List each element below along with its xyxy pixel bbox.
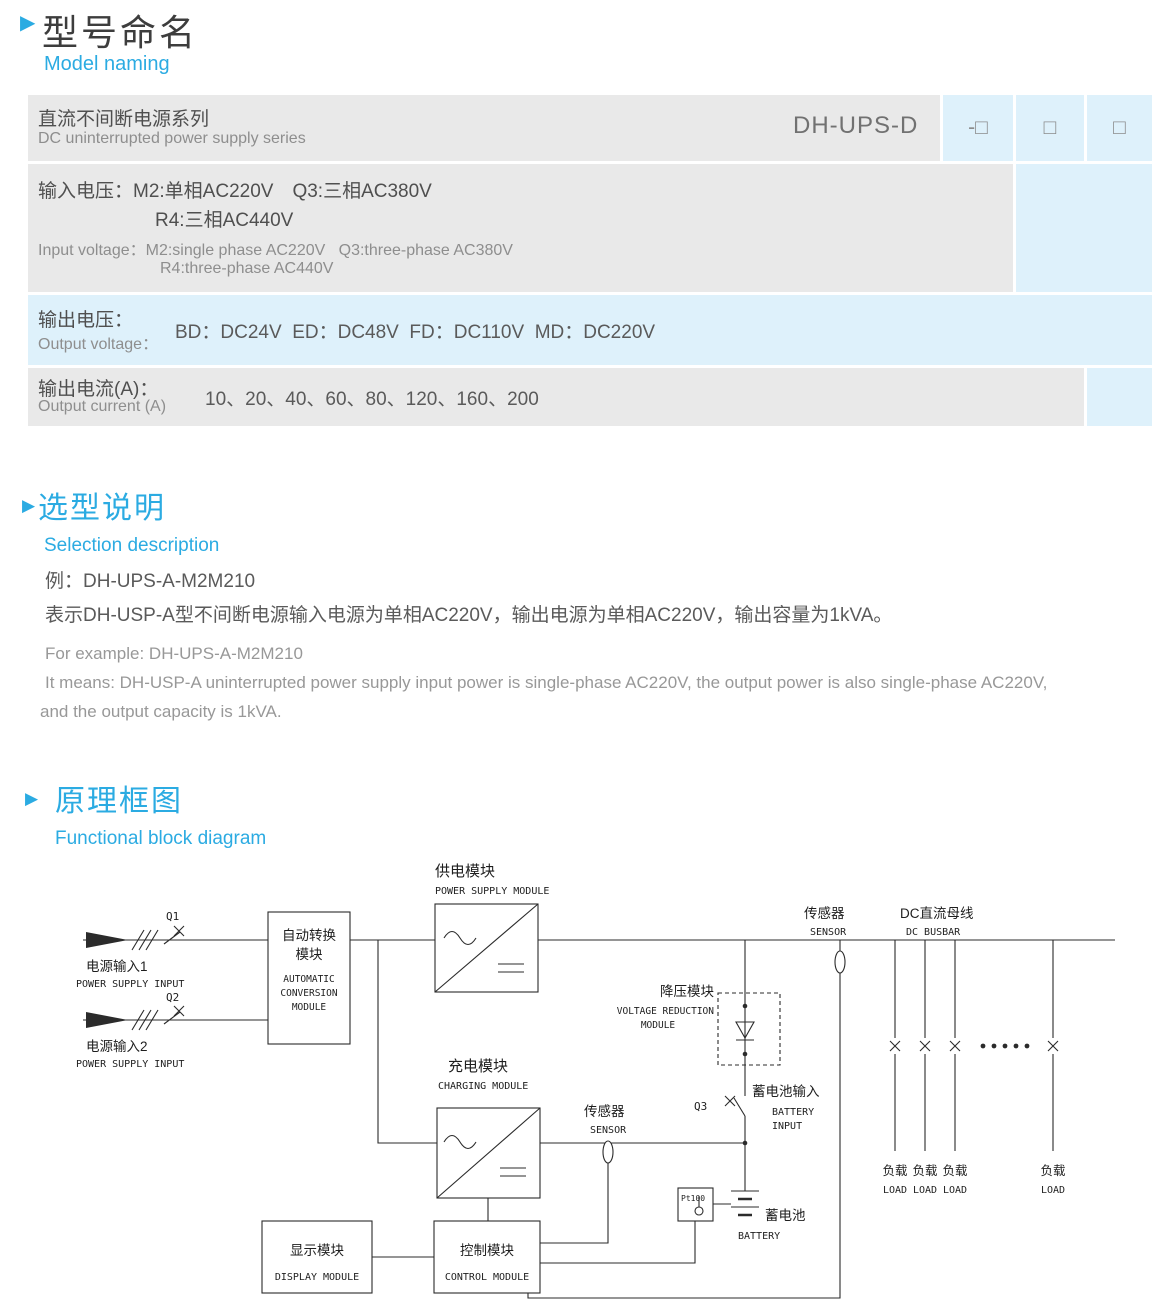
input1-arrow-icon [86, 932, 128, 948]
section3-title: 原理框图 [55, 785, 183, 818]
model-code: DH-UPS-D [793, 112, 919, 139]
series-row: 直流不间断电源系列 DC uninterrupted power supply … [28, 95, 940, 161]
input2-label-cn: 电源输入2 [86, 1039, 148, 1054]
section2-title: 选型说明 [38, 492, 166, 525]
output-current-values: 10、20、40、60、80、120、160、200 [205, 389, 539, 410]
display-label-cn: 显示模块 [290, 1243, 344, 1258]
acm-label-en3: MODULE [292, 1002, 327, 1013]
input-voltage-cn-line2: R4:三相AC440V [155, 210, 294, 231]
output-voltage-label-en: Output voltage： [38, 336, 159, 353]
battery-label-en: BATTERY [738, 1231, 780, 1242]
ellipsis-dots-icon [980, 1043, 1030, 1049]
acm-label-cn2: 模块 [296, 947, 323, 962]
vrm-label-cn: 降压模块 [660, 984, 714, 999]
battery-input-label-en2: INPUT [772, 1121, 802, 1132]
busbar-label-en: DC BUSBAR [906, 927, 961, 938]
breaker-q1-label: Q1 [166, 910, 179, 923]
power-supply-module-box [434, 903, 539, 993]
section1-arrow-icon: ▶ [20, 12, 36, 34]
section3-subtitle: Functional block diagram [55, 828, 267, 849]
output-current-row: 输出电流(A)： Output current (A) 10、20、40、60、… [28, 368, 1084, 426]
input1-label-cn: 电源输入1 [86, 959, 148, 974]
ac-symbol-icon [443, 930, 477, 946]
breaker-q2-label: Q2 [166, 991, 179, 1004]
dc-symbol-icon [500, 1167, 526, 1177]
input1-label-en: POWER SUPPLY INPUT [76, 979, 184, 990]
load3-label-en: LOAD [943, 1185, 967, 1196]
acm-label-en1: AUTOMATIC [283, 974, 334, 985]
output-voltage-row: 输出电压： Output voltage： BD：DC24V ED：DC48V … [28, 295, 1152, 365]
input-voltage-en-line2: R4:three-phase AC440V [160, 260, 334, 277]
busbar-label-cn: DC直流母线 [900, 906, 974, 921]
functional-block-diagram: 供电模块 POWER SUPPLY MODULE Q1 电源输入1 POWER … [76, 863, 1115, 1299]
section3-arrow-icon: ▶ [25, 789, 39, 808]
section2-subtitle: Selection description [44, 535, 220, 556]
ac-symbol-icon [443, 1134, 477, 1150]
display-label-en: DISPLAY MODULE [275, 1272, 359, 1283]
code-slot-3: □ [1087, 95, 1152, 161]
battery-input-label-cn: 蓄电池输入 [752, 1084, 820, 1099]
series-name-cn: 直流不间断电源系列 [38, 109, 210, 130]
sensor1-label-en: SENSOR [810, 927, 847, 938]
diode-icon [735, 1021, 755, 1040]
selection-desc-en-line1: It means: DH-USP-A uninterrupted power s… [45, 673, 1048, 692]
load4-label-en: LOAD [1041, 1185, 1065, 1196]
load3-label-cn: 负载 [942, 1164, 968, 1178]
selection-desc-cn: 表示DH-USP-A型不间断电源输入电源为单相AC220V，输出电源为单相AC2… [45, 605, 893, 626]
psm-label-cn: 供电模块 [435, 863, 495, 880]
load2-label-cn: 负载 [912, 1164, 938, 1178]
output-voltage-values: BD：DC24V ED：DC48V FD：DC110V MD：DC220V [175, 322, 656, 343]
breaker-q3-label: Q3 [694, 1100, 707, 1113]
pt100-label: Pt100 [681, 1194, 705, 1203]
selection-example-cn: 例：DH-UPS-A-M2M210 [45, 571, 256, 592]
sensor2-label-cn: 传感器 [584, 1103, 625, 1119]
selection-example-en: For example: DH-UPS-A-M2M210 [45, 644, 303, 663]
section1-title: 型号命名 [42, 12, 199, 53]
input-voltage-cn-line1: 输入电压：M2:单相AC220V Q3:三相AC380V [38, 181, 432, 202]
battery-icon [731, 1190, 759, 1208]
sensor-loop-icon [834, 950, 846, 974]
input-voltage-row: 输入电压：M2:单相AC220V Q3:三相AC380V R4:三相AC440V… [28, 164, 1013, 292]
psm-label-en: POWER SUPPLY MODULE [435, 886, 549, 897]
pt100-box [677, 1187, 714, 1222]
load4-label-cn: 负载 [1040, 1164, 1066, 1178]
diagram-solids [86, 932, 1030, 1146]
sensor1-label-cn: 传感器 [804, 905, 845, 921]
input2-label-en: POWER SUPPLY INPUT [76, 1059, 184, 1070]
output-current-label-en: Output current (A) [38, 398, 167, 415]
charging-label-en: CHARGING MODULE [438, 1081, 528, 1092]
vrm-label-en1: VOLTAGE REDUCTION [617, 1006, 715, 1017]
selection-desc-en-line2: and the output capacity is 1kVA. [40, 702, 282, 721]
input2-arrow-icon [86, 1012, 128, 1028]
section2-arrow-icon: ▶ [22, 496, 36, 515]
section1-subtitle: Model naming [44, 53, 170, 75]
series-name-en: DC uninterrupted power supply series [38, 130, 306, 147]
load1-label-cn: 负载 [882, 1164, 908, 1178]
voltage-reduction-box [717, 992, 781, 1066]
battery-label-cn: 蓄电池 [765, 1208, 806, 1223]
sensor-loop-icon [602, 1140, 614, 1164]
battery-input-label-en1: BATTERY [772, 1107, 814, 1118]
control-label-cn: 控制模块 [460, 1243, 514, 1258]
control-label-en: CONTROL MODULE [445, 1272, 529, 1283]
dc-symbol-icon [498, 963, 524, 973]
sensor-loops [602, 950, 846, 1164]
auto-conversion-box [267, 911, 351, 1045]
diagram-wiring [83, 903, 1115, 1299]
thermometer-icon [694, 1206, 704, 1216]
sensor2-label-en: SENSOR [590, 1125, 627, 1136]
acm-label-en2: CONVERSION [280, 988, 337, 999]
input-voltage-en-line1: Input voltage：M2:single phase AC220V Q3:… [38, 242, 513, 259]
code-slot-1: -□ [943, 95, 1013, 161]
charging-label-cn: 充电模块 [448, 1058, 508, 1075]
vrm-label-en2: MODULE [641, 1020, 676, 1031]
output-voltage-label-cn: 输出电压： [38, 310, 134, 331]
output-current-row-filler [1087, 368, 1152, 426]
output-current-label-cn: 输出电流(A)： [38, 379, 159, 400]
acm-label-cn1: 自动转换 [282, 928, 336, 943]
load2-label-en: LOAD [913, 1185, 937, 1196]
input-voltage-row-filler [1016, 164, 1152, 292]
load1-label-en: LOAD [883, 1185, 907, 1196]
code-slot-2: □ [1016, 95, 1084, 161]
